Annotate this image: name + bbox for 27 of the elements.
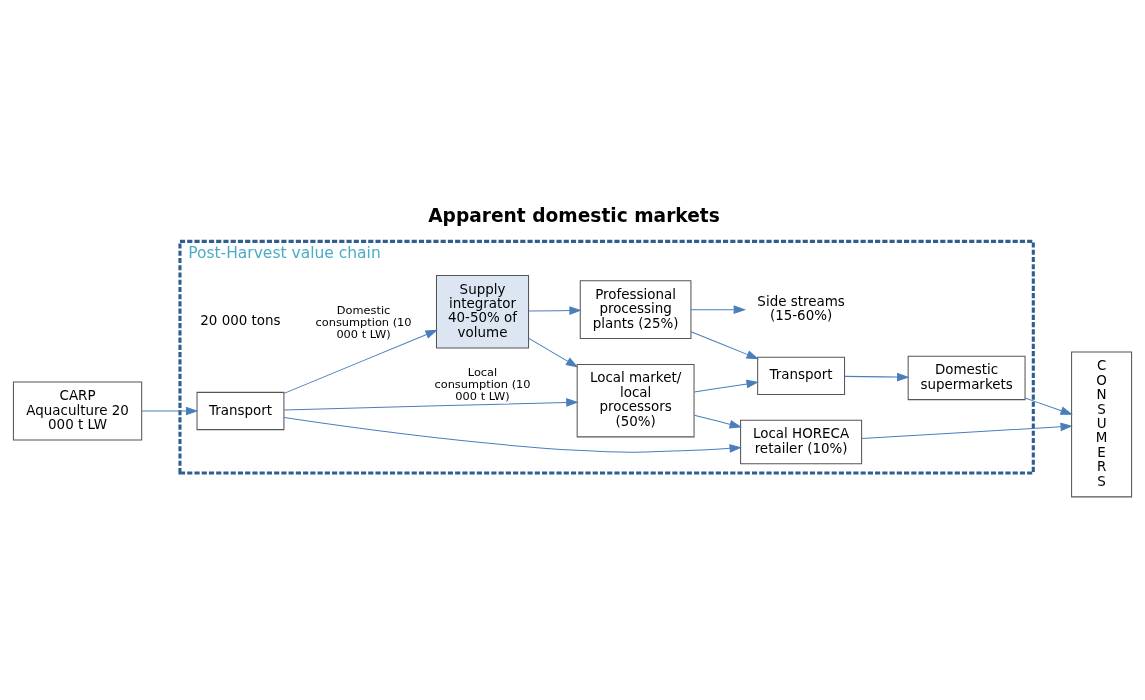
node-box: CARP Aquaculture 20 000 t LW xyxy=(12,381,143,440)
arrow xyxy=(693,379,759,392)
edge-label: Domestic consumption (10 000 t LW) xyxy=(315,302,412,341)
node-box: Domestic supermarkets xyxy=(907,355,1026,400)
arrow xyxy=(283,329,438,394)
node-box: Supply integrator 40-50% of volume xyxy=(435,274,530,348)
node-text: Side streams (15-60%) xyxy=(757,293,845,323)
arrow xyxy=(283,416,742,453)
node-box: Local market/ local processors (50%) xyxy=(576,363,695,437)
arrow xyxy=(1024,397,1073,415)
arrow xyxy=(141,406,199,415)
node-box: Transport xyxy=(757,356,846,395)
node-box: Professional processing plants (25%) xyxy=(579,279,692,339)
diagram-title: Apparent domestic markets xyxy=(428,204,720,226)
label: 20 000 tons xyxy=(200,312,281,328)
arrow xyxy=(283,397,579,410)
arrow xyxy=(690,304,747,314)
node-box: Transport xyxy=(196,391,285,430)
node-box: CONSUMERS xyxy=(1071,351,1133,497)
arrow xyxy=(528,305,582,315)
arrow xyxy=(528,337,579,368)
arrow xyxy=(861,421,1073,439)
arrow xyxy=(693,414,742,428)
node-box: Local HORECA retailer (10%) xyxy=(740,419,863,464)
arrow xyxy=(844,372,910,381)
arrow xyxy=(690,330,759,359)
edge-label: Local consumption (10 000 t LW) xyxy=(434,364,531,403)
